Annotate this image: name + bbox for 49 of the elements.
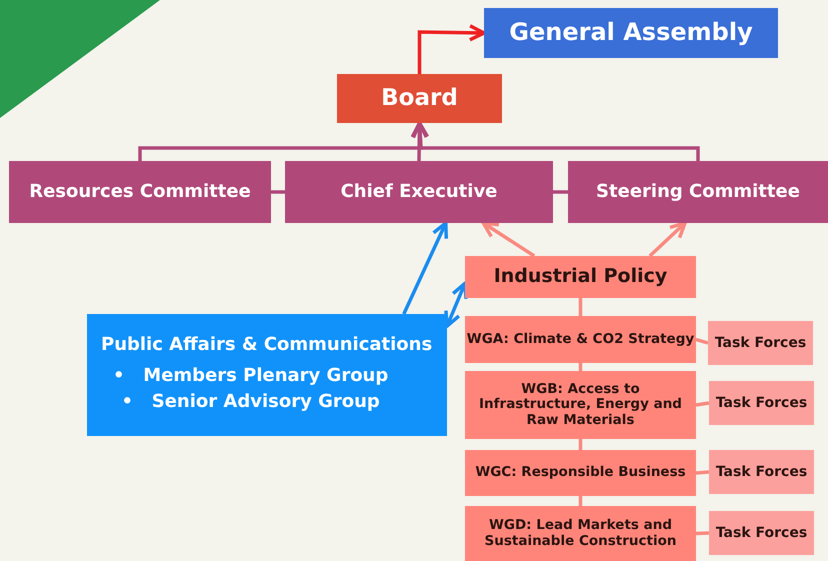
node-label: Board xyxy=(381,85,458,112)
node-label: WGC: Responsible Business xyxy=(475,465,686,481)
connector-line xyxy=(578,298,582,316)
node-label: Resources Committee xyxy=(29,182,251,202)
working-group-box xyxy=(465,450,696,496)
node-label: WGD: Lead Markets and Sustainable Construction xyxy=(484,518,678,550)
node-label: General Assembly xyxy=(509,19,753,47)
board-box xyxy=(337,74,502,123)
affairs-box xyxy=(87,314,447,436)
list-item: • Senior Advisory Group xyxy=(120,390,381,414)
connector-line xyxy=(578,363,582,371)
working-group-box xyxy=(465,316,696,363)
heading: Public Affairs & Communications xyxy=(101,334,432,356)
arrow xyxy=(412,121,700,161)
executive-box xyxy=(285,161,553,223)
connector-line xyxy=(696,470,710,475)
connector-line xyxy=(696,401,710,407)
node-label: Steering Committee xyxy=(596,182,800,202)
node-label: WGA: Climate & CO2 Strategy xyxy=(466,332,694,348)
node-label: Chief Executive xyxy=(340,182,498,202)
arrow xyxy=(410,121,428,162)
committee-box xyxy=(9,161,271,223)
connector-line xyxy=(578,496,582,506)
connector-line xyxy=(578,439,582,450)
node-label: Task Forces xyxy=(714,334,806,352)
task-force-box xyxy=(708,321,813,365)
node-label: WGB: Access to Infrastructure, Energy and Raw Materials xyxy=(478,382,683,428)
task-force-box xyxy=(709,450,814,494)
task-force-box xyxy=(709,381,814,425)
connector-line xyxy=(696,531,710,536)
arrow xyxy=(402,221,448,315)
arrow xyxy=(418,24,486,74)
assembly-box xyxy=(484,8,778,58)
list-item: • Members Plenary Group xyxy=(113,364,388,388)
node-label: Task Forces xyxy=(716,464,808,480)
policy-box xyxy=(465,256,696,298)
arrow xyxy=(444,282,468,328)
working-group-box xyxy=(465,371,696,439)
connector-line xyxy=(553,190,568,194)
connector-line xyxy=(271,190,285,194)
node-label: Task Forces xyxy=(716,394,808,412)
connector-line xyxy=(696,338,708,345)
node-label: Task Forces xyxy=(716,524,808,542)
committee-box xyxy=(568,161,828,223)
task-force-box xyxy=(709,511,814,555)
node-label: Industrial Policy xyxy=(494,266,668,288)
arrow xyxy=(648,221,687,258)
working-group-box xyxy=(465,506,696,561)
arrow xyxy=(482,221,536,258)
